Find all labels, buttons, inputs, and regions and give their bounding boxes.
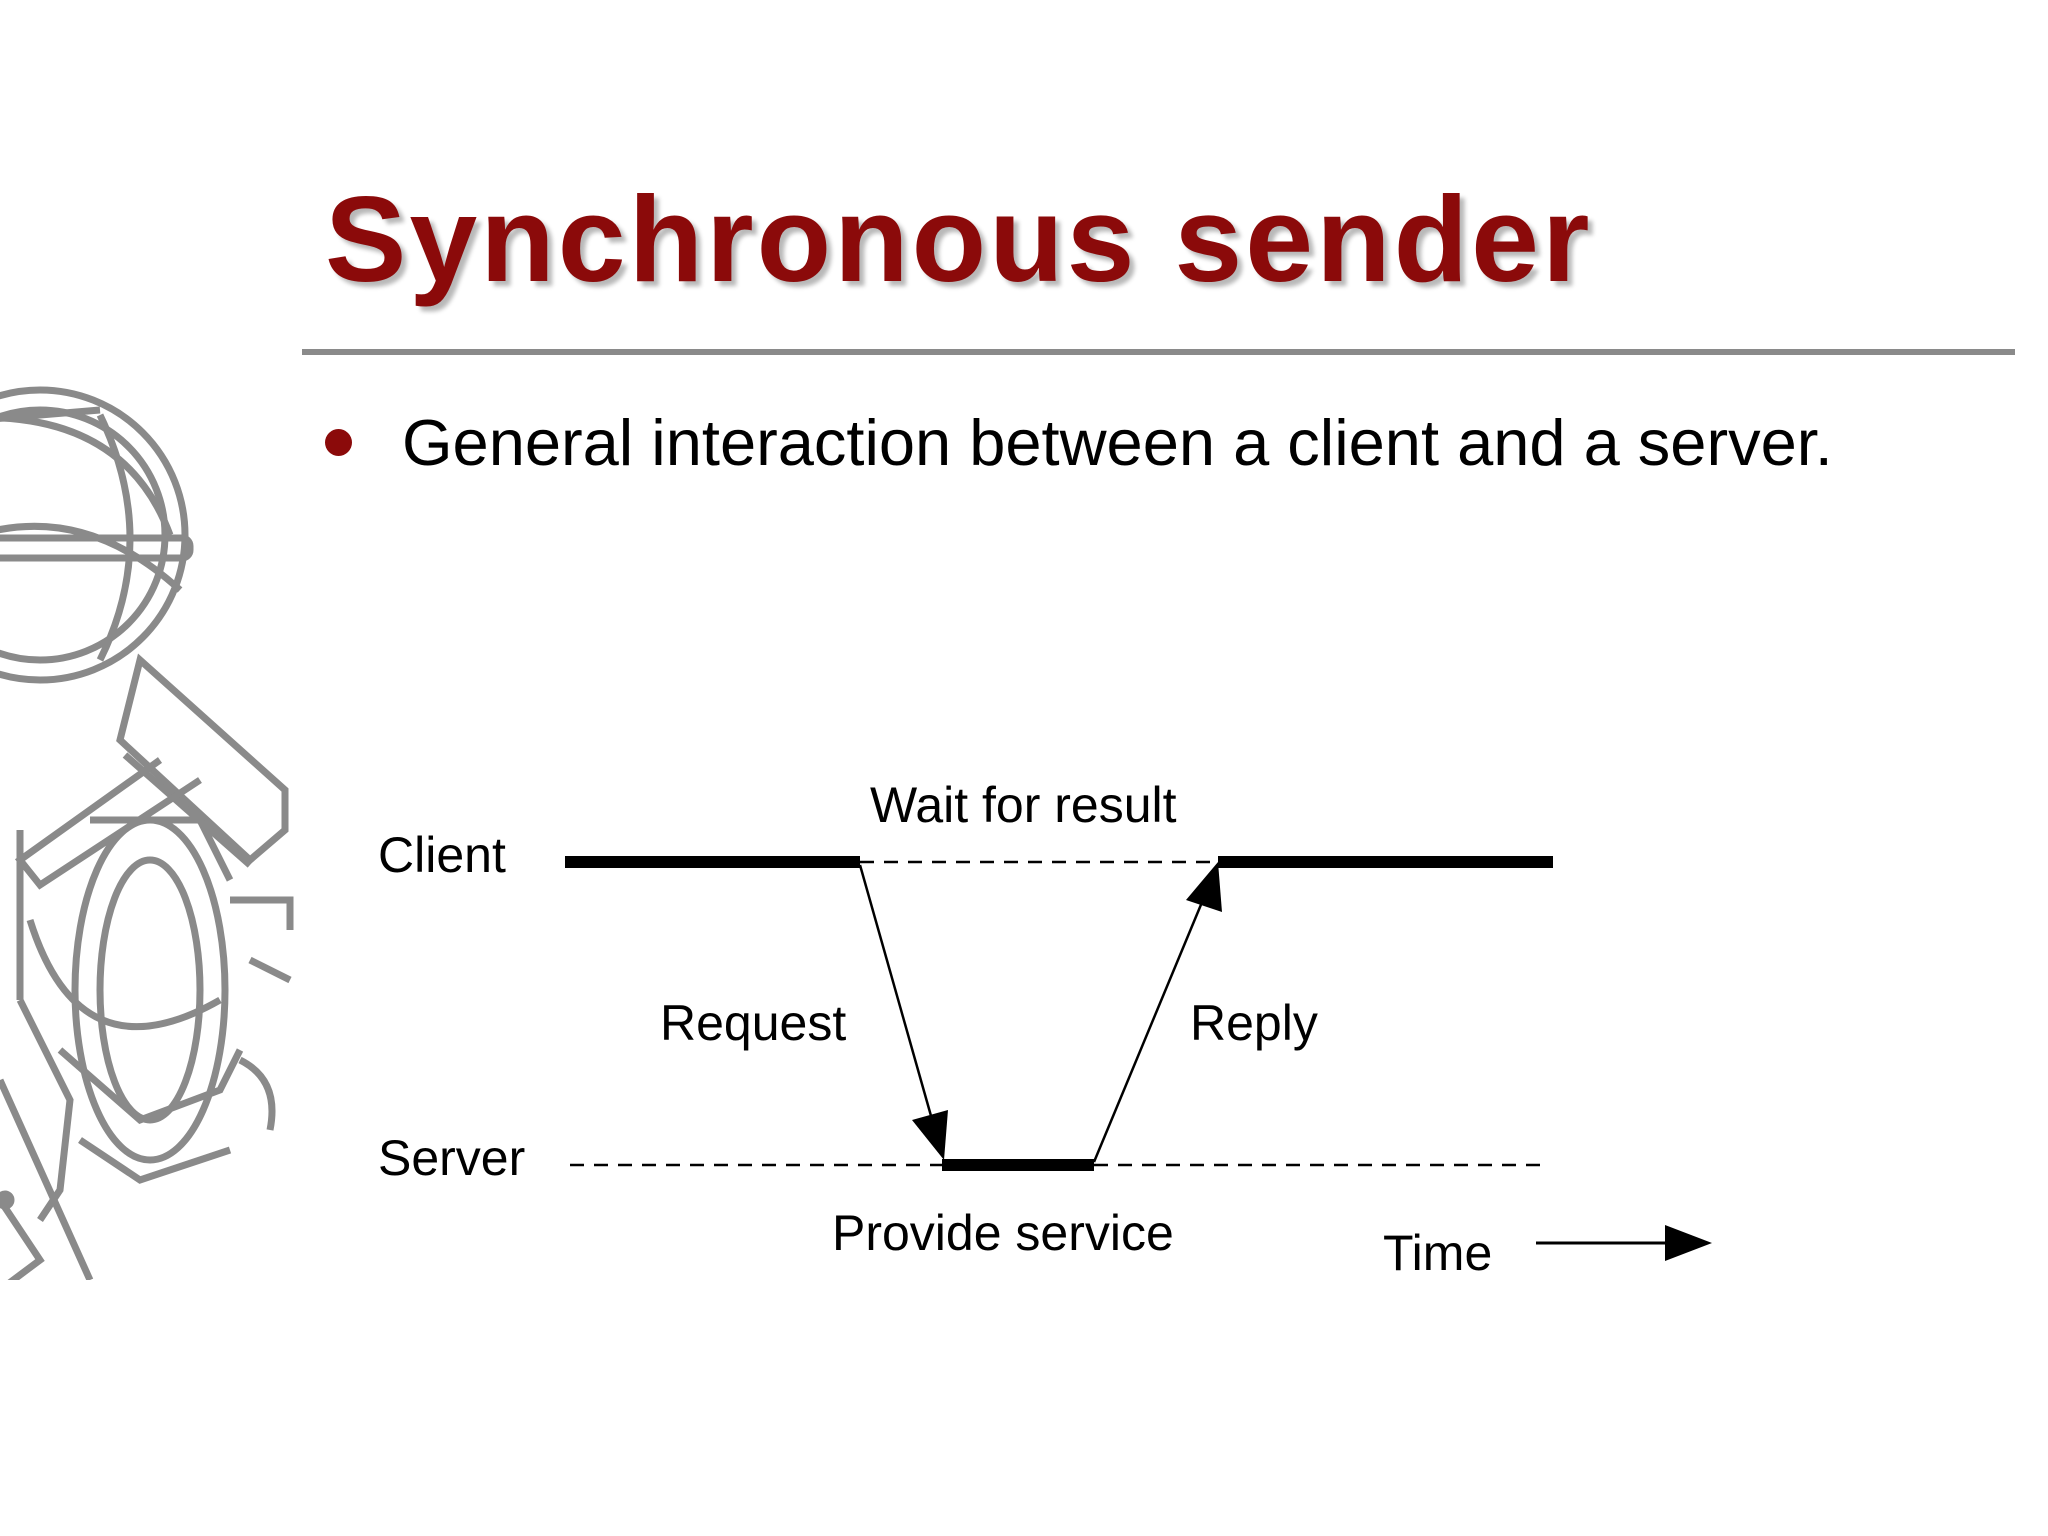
request-arrowhead-icon (912, 1110, 948, 1160)
slide-title: Synchronous sender (325, 171, 1593, 307)
client-label: Client (378, 827, 506, 883)
bullet-item: General interaction between a client and… (325, 405, 1833, 480)
time-arrowhead-icon (1665, 1225, 1712, 1261)
request-label: Request (660, 995, 846, 1051)
university-emblem-icon (0, 386, 294, 1280)
bullet-dot-icon (325, 429, 352, 456)
title-divider (302, 349, 2015, 355)
reply-label: Reply (1190, 995, 1318, 1051)
wait-for-result-label: Wait for result (870, 777, 1177, 833)
time-label: Time (1383, 1225, 1492, 1281)
provide-service-label: Provide service (832, 1205, 1174, 1261)
request-arrow (858, 864, 937, 1131)
bullet-text: General interaction between a client and… (402, 406, 1833, 479)
reply-arrow (1092, 894, 1207, 1163)
reply-arrowhead-icon (1186, 862, 1222, 912)
server-label: Server (378, 1130, 525, 1186)
